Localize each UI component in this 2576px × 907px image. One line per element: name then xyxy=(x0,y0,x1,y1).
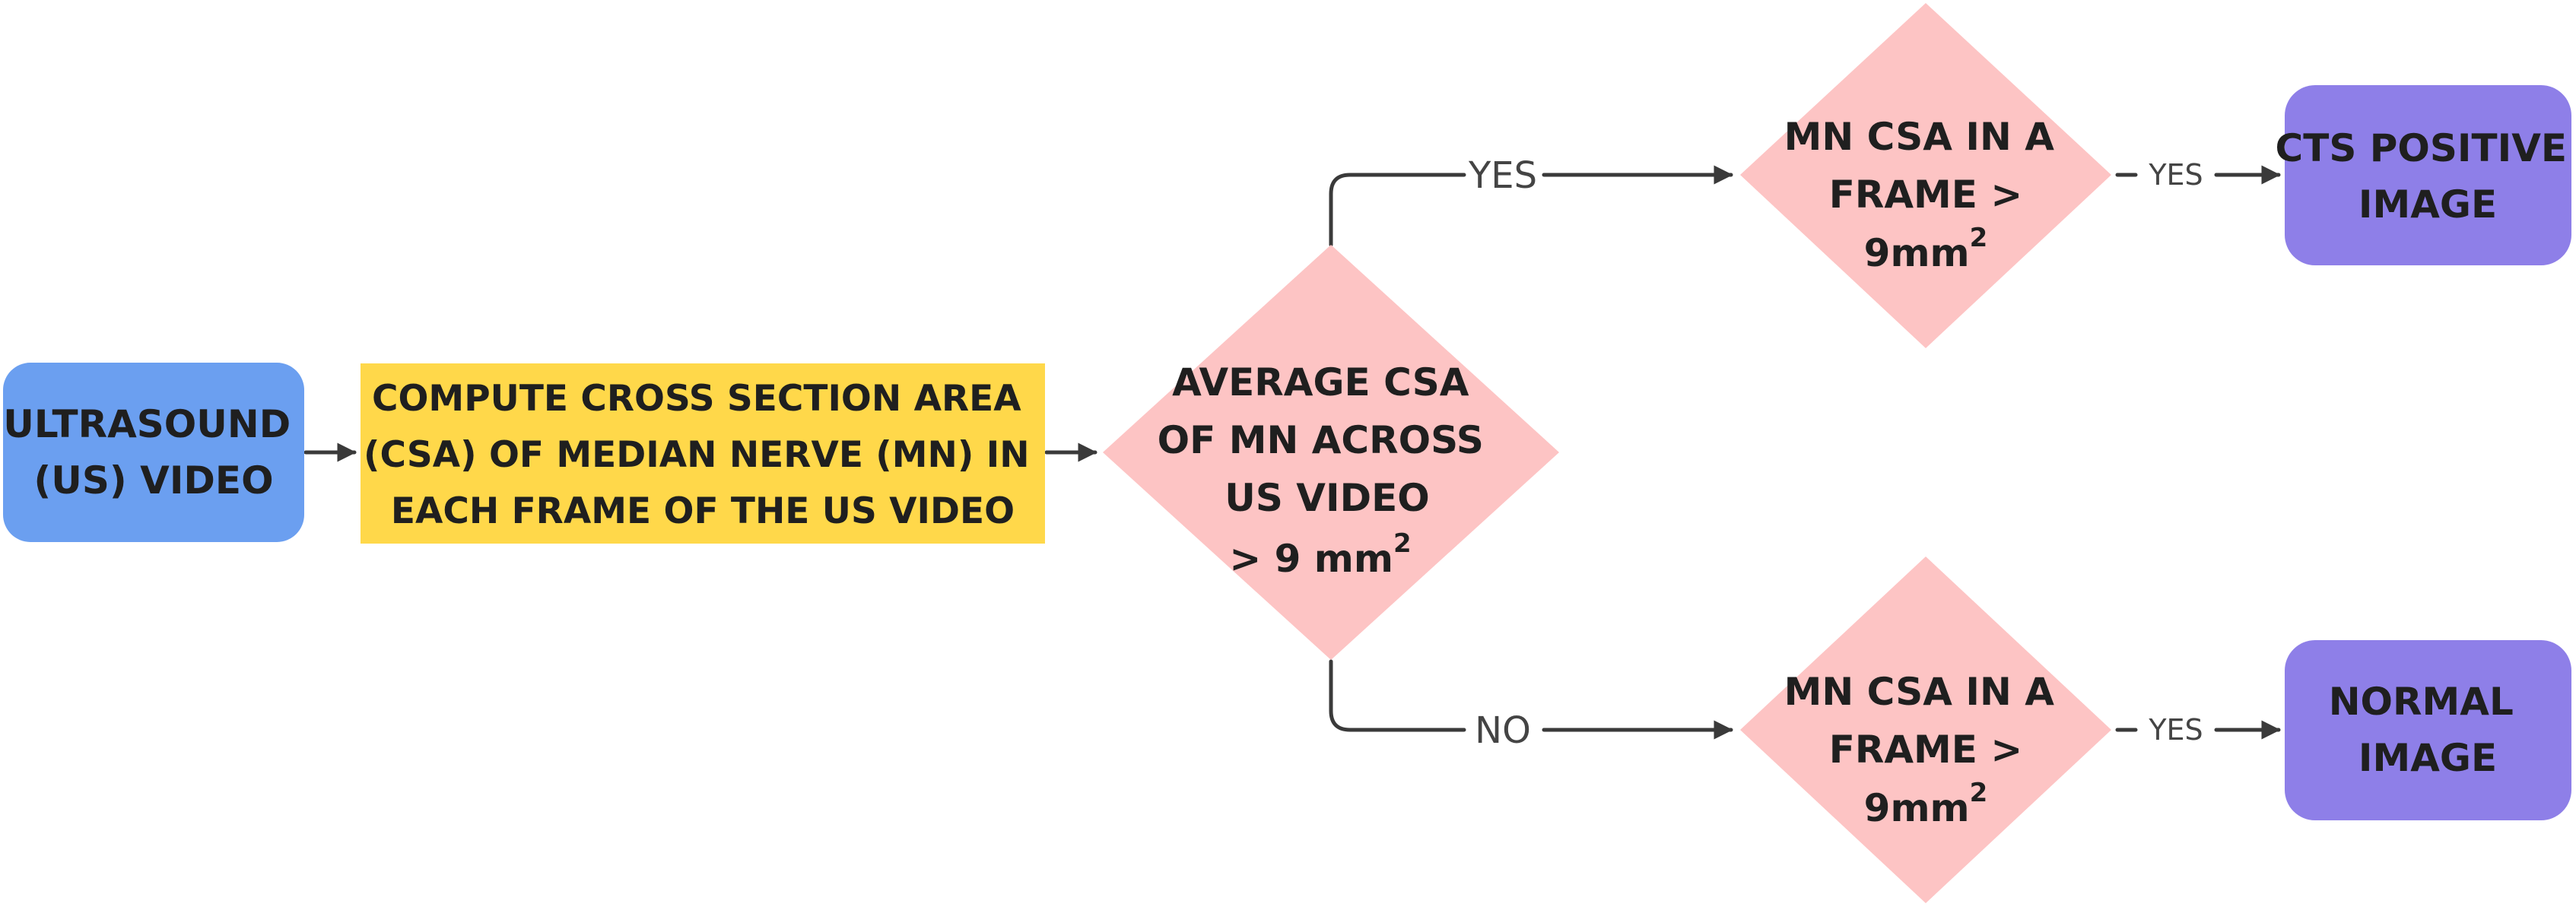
node-avg-decision-threshold: > 9 mm2 xyxy=(1229,528,1411,581)
node-compute-csa-label: COMPUTE CROSS SECTION AREA (CSA) OF MEDI… xyxy=(364,378,1042,532)
node-normal xyxy=(2285,640,2571,820)
node-frame-decision-bottom-threshold: 9mm2 xyxy=(1864,778,1988,830)
node-us-video xyxy=(3,363,304,542)
node-us-video-label: ULTRASOUND (US) VIDEO xyxy=(3,402,303,503)
node-avg-decision xyxy=(1103,245,1559,660)
edge-label-avg-no: NO xyxy=(1475,709,1531,752)
node-cts-positive-label: CTS POSITIVE IMAGE xyxy=(2276,126,2576,227)
node-cts-positive xyxy=(2285,85,2571,265)
node-frame-decision-bottom-label: MN CSA IN A FRAME > xyxy=(1784,670,2068,772)
node-compute-csa xyxy=(361,363,1045,544)
edge-label-bottom-yes: YES xyxy=(2148,713,2203,747)
node-frame-decision-top-threshold: 9mm2 xyxy=(1864,223,1988,275)
node-frame-decision-top xyxy=(1740,3,2111,348)
edge-label-top-yes: YES xyxy=(2148,158,2203,192)
edge-label-avg-yes: YES xyxy=(1468,154,1537,197)
node-frame-decision-top-label: MN CSA IN A FRAME > xyxy=(1784,115,2068,217)
connector-avg-no-down xyxy=(1329,659,1466,732)
node-frame-decision-bottom xyxy=(1740,557,2111,903)
connector-avg-yes-up xyxy=(1329,173,1466,247)
node-normal-label: NORMAL IMAGE xyxy=(2329,680,2527,780)
node-avg-decision-label: AVERAGE CSA OF MN ACROSS US VIDEO xyxy=(1158,360,1498,520)
